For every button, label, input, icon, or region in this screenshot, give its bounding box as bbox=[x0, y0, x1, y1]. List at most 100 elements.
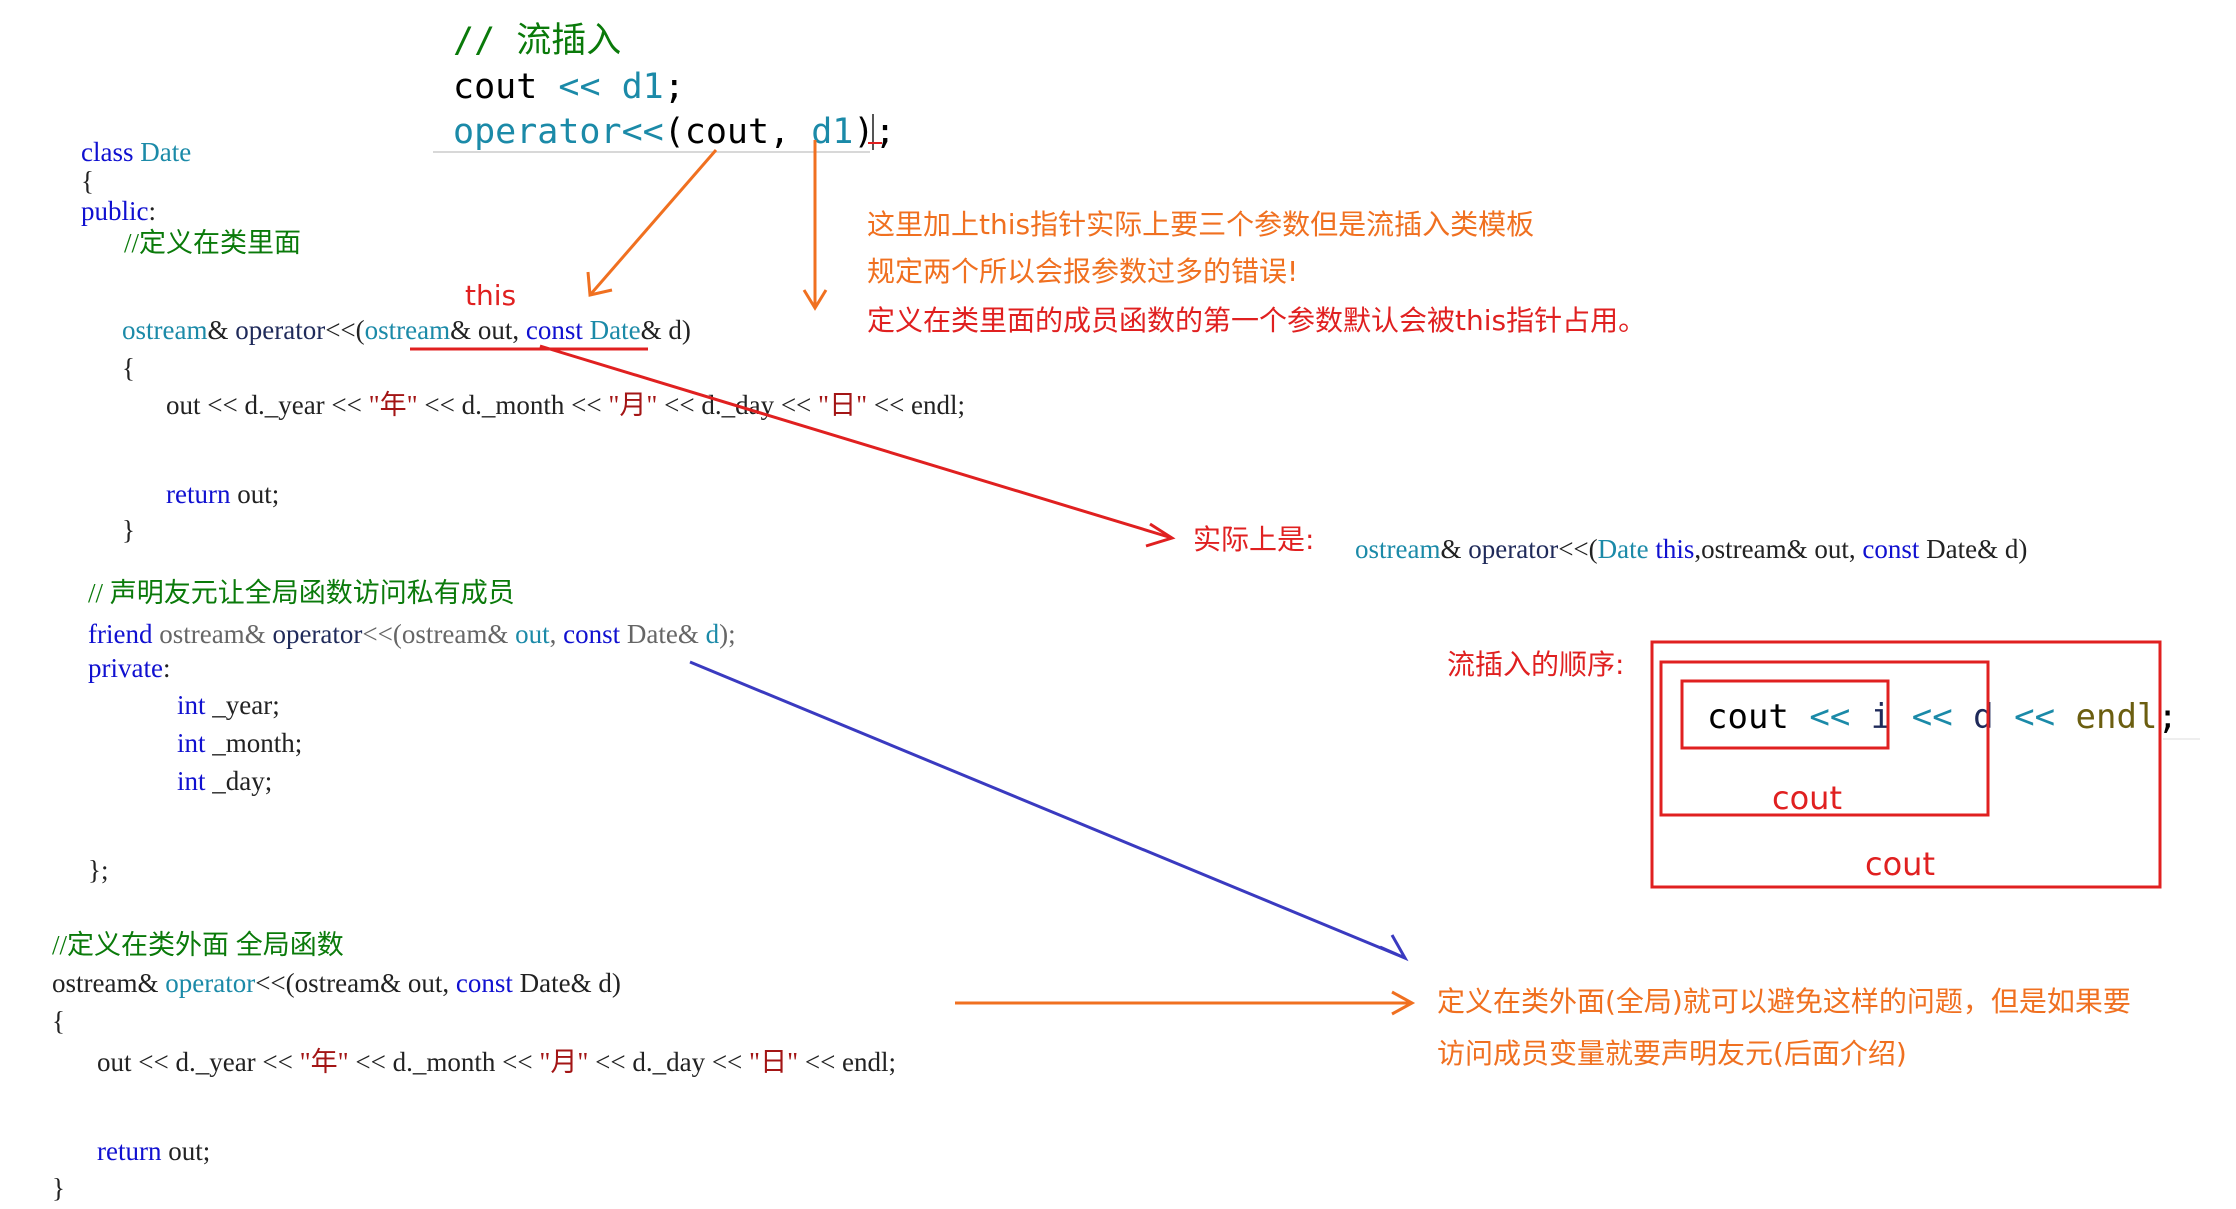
blue-arrowhead bbox=[1379, 934, 1409, 962]
friend-out: out bbox=[515, 619, 550, 649]
note-line-2: 规定两个所以会报参数过多的错误! bbox=[867, 255, 1299, 288]
g-body-mid2: << d._day << bbox=[588, 1047, 750, 1077]
top-args: (cout, bbox=[663, 112, 812, 152]
red-arrow-line bbox=[539, 344, 1173, 540]
public-label: public: bbox=[81, 198, 156, 225]
actual-mid: ,ostream& out, bbox=[1694, 534, 1863, 564]
blue-arrow bbox=[689, 660, 1409, 962]
g-kw-return: return bbox=[97, 1136, 162, 1166]
g-sig-end: Date& d) bbox=[512, 968, 621, 998]
friend-d: d bbox=[705, 619, 720, 649]
str-year: "年" bbox=[368, 390, 418, 420]
member-body-close: } bbox=[122, 515, 135, 545]
orange-arrow-to-this bbox=[588, 149, 718, 296]
actual-amp: & bbox=[1440, 534, 1469, 564]
g-sig-args: <<(ostream& out, bbox=[255, 968, 456, 998]
note-line-3: 定义在类里面的成员函数的第一个参数默认会被this指针占用。 bbox=[867, 304, 1647, 337]
kw-return: return bbox=[166, 479, 231, 509]
return-val: out; bbox=[230, 479, 280, 509]
kw-public: public bbox=[81, 196, 149, 226]
g-body-mid1: << d._month << bbox=[348, 1047, 540, 1077]
note-line-1: 这里加上this指针实际上要三个参数但是流插入类模板 bbox=[867, 208, 1535, 241]
g-body-out: out << d._year << bbox=[97, 1047, 300, 1077]
red-arrow bbox=[410, 344, 1176, 548]
private-label: private: bbox=[88, 655, 170, 682]
top-d1-arg: d1 bbox=[811, 112, 854, 152]
year-name: _year; bbox=[205, 690, 280, 720]
actual-this: this bbox=[1655, 534, 1695, 564]
sig-date: Date bbox=[589, 315, 641, 345]
private-colon: : bbox=[162, 653, 171, 683]
body-out: out << d._year << bbox=[166, 390, 369, 420]
friend-args: (ostream& bbox=[392, 619, 516, 649]
friend-comma: , bbox=[549, 619, 564, 649]
top-semi: ; bbox=[663, 67, 685, 107]
class-end: }; bbox=[88, 855, 109, 885]
actual-op: <<( bbox=[1558, 534, 1598, 564]
order-cout: cout bbox=[1707, 697, 1789, 737]
class-open-brace: { bbox=[81, 166, 94, 196]
class-decl: class Date bbox=[81, 139, 191, 166]
actual-const: const bbox=[1862, 534, 1920, 564]
sig-type: ostream bbox=[122, 315, 208, 345]
middle-box bbox=[1659, 660, 1990, 817]
order-op3: << bbox=[1993, 697, 2076, 737]
member-day: int _day; bbox=[177, 768, 272, 795]
kw-int: int bbox=[177, 728, 206, 758]
global-return-line: return out; bbox=[97, 1138, 210, 1165]
comment-friend: // 声明友元让全局函数访问私有成员 bbox=[88, 578, 515, 608]
order-semi: ; bbox=[2157, 697, 2178, 737]
friend-fn: operator bbox=[272, 619, 363, 649]
g-str-day: "日" bbox=[749, 1047, 799, 1077]
order-op2: << bbox=[1891, 697, 1974, 737]
top-cout: cout bbox=[453, 67, 538, 107]
top-op: << bbox=[558, 67, 601, 107]
body-endl: << endl; bbox=[867, 390, 966, 420]
month-name: _month; bbox=[205, 728, 303, 758]
orange-arrowhead-3 bbox=[1391, 990, 1416, 1016]
comment-define-inside: //定义在类里面 bbox=[124, 228, 302, 258]
order-expression: cout << i << d << endl; bbox=[1707, 700, 2178, 734]
top-operator: operator<< bbox=[453, 112, 664, 152]
str-month: "月" bbox=[608, 390, 658, 420]
orange-arrows bbox=[586, 140, 1416, 1016]
str-day: "日" bbox=[818, 390, 868, 420]
actual-signature: ostream& operator<<(Date this,ostream& o… bbox=[1355, 536, 2027, 563]
sig-param1-name: & out, bbox=[450, 315, 526, 345]
actual-date: Date bbox=[1597, 534, 1656, 564]
outer-cout-label: cout bbox=[1865, 845, 1935, 883]
body-mid1: << d._month << bbox=[417, 390, 609, 420]
top-d1: d1 bbox=[621, 67, 664, 107]
friend-const: const bbox=[563, 619, 621, 649]
global-note-1: 定义在类外面(全局)就可以避免这样的问题，但是如果要 bbox=[1437, 985, 2131, 1018]
outer-box bbox=[1650, 640, 2162, 889]
member-operator-signature: ostream& operator<<(ostream& out, const … bbox=[122, 317, 691, 344]
global-open-brace: { bbox=[52, 1006, 65, 1036]
g-str-month: "月" bbox=[539, 1047, 589, 1077]
this-label: this bbox=[465, 279, 517, 312]
global-note-2: 访问成员变量就要声明友元(后面介绍) bbox=[1437, 1037, 1907, 1070]
order-op1: << bbox=[1788, 697, 1871, 737]
member-year: int _year; bbox=[177, 692, 280, 719]
sig-op: <<( bbox=[325, 315, 365, 345]
global-signature: ostream& operator<<(ostream& out, const … bbox=[52, 970, 621, 997]
actual-end: Date& d) bbox=[1919, 534, 2028, 564]
member-return-line: return out; bbox=[166, 481, 279, 508]
blue-arrow-line bbox=[689, 660, 1406, 960]
orange-arrowhead-1 bbox=[586, 271, 613, 297]
sig-const: const bbox=[525, 315, 583, 345]
order-endl: endl bbox=[2075, 697, 2158, 737]
top-line-2: operator<<(cout, d1); bbox=[453, 115, 896, 150]
member-month: int _month; bbox=[177, 730, 302, 757]
friend-date: Date& bbox=[620, 619, 706, 649]
kw-class: class bbox=[81, 137, 134, 167]
comment-global: //定义在类外面 全局函数 bbox=[52, 930, 344, 960]
top-comment: // 流插入 bbox=[453, 21, 622, 61]
kw-int: int bbox=[177, 766, 206, 796]
red-arrowhead bbox=[1145, 522, 1176, 548]
friend-end: ); bbox=[719, 619, 736, 649]
g-str-year: "年" bbox=[299, 1047, 349, 1077]
friend-declaration: friend ostream& operator<<(ostream& out,… bbox=[88, 621, 736, 648]
